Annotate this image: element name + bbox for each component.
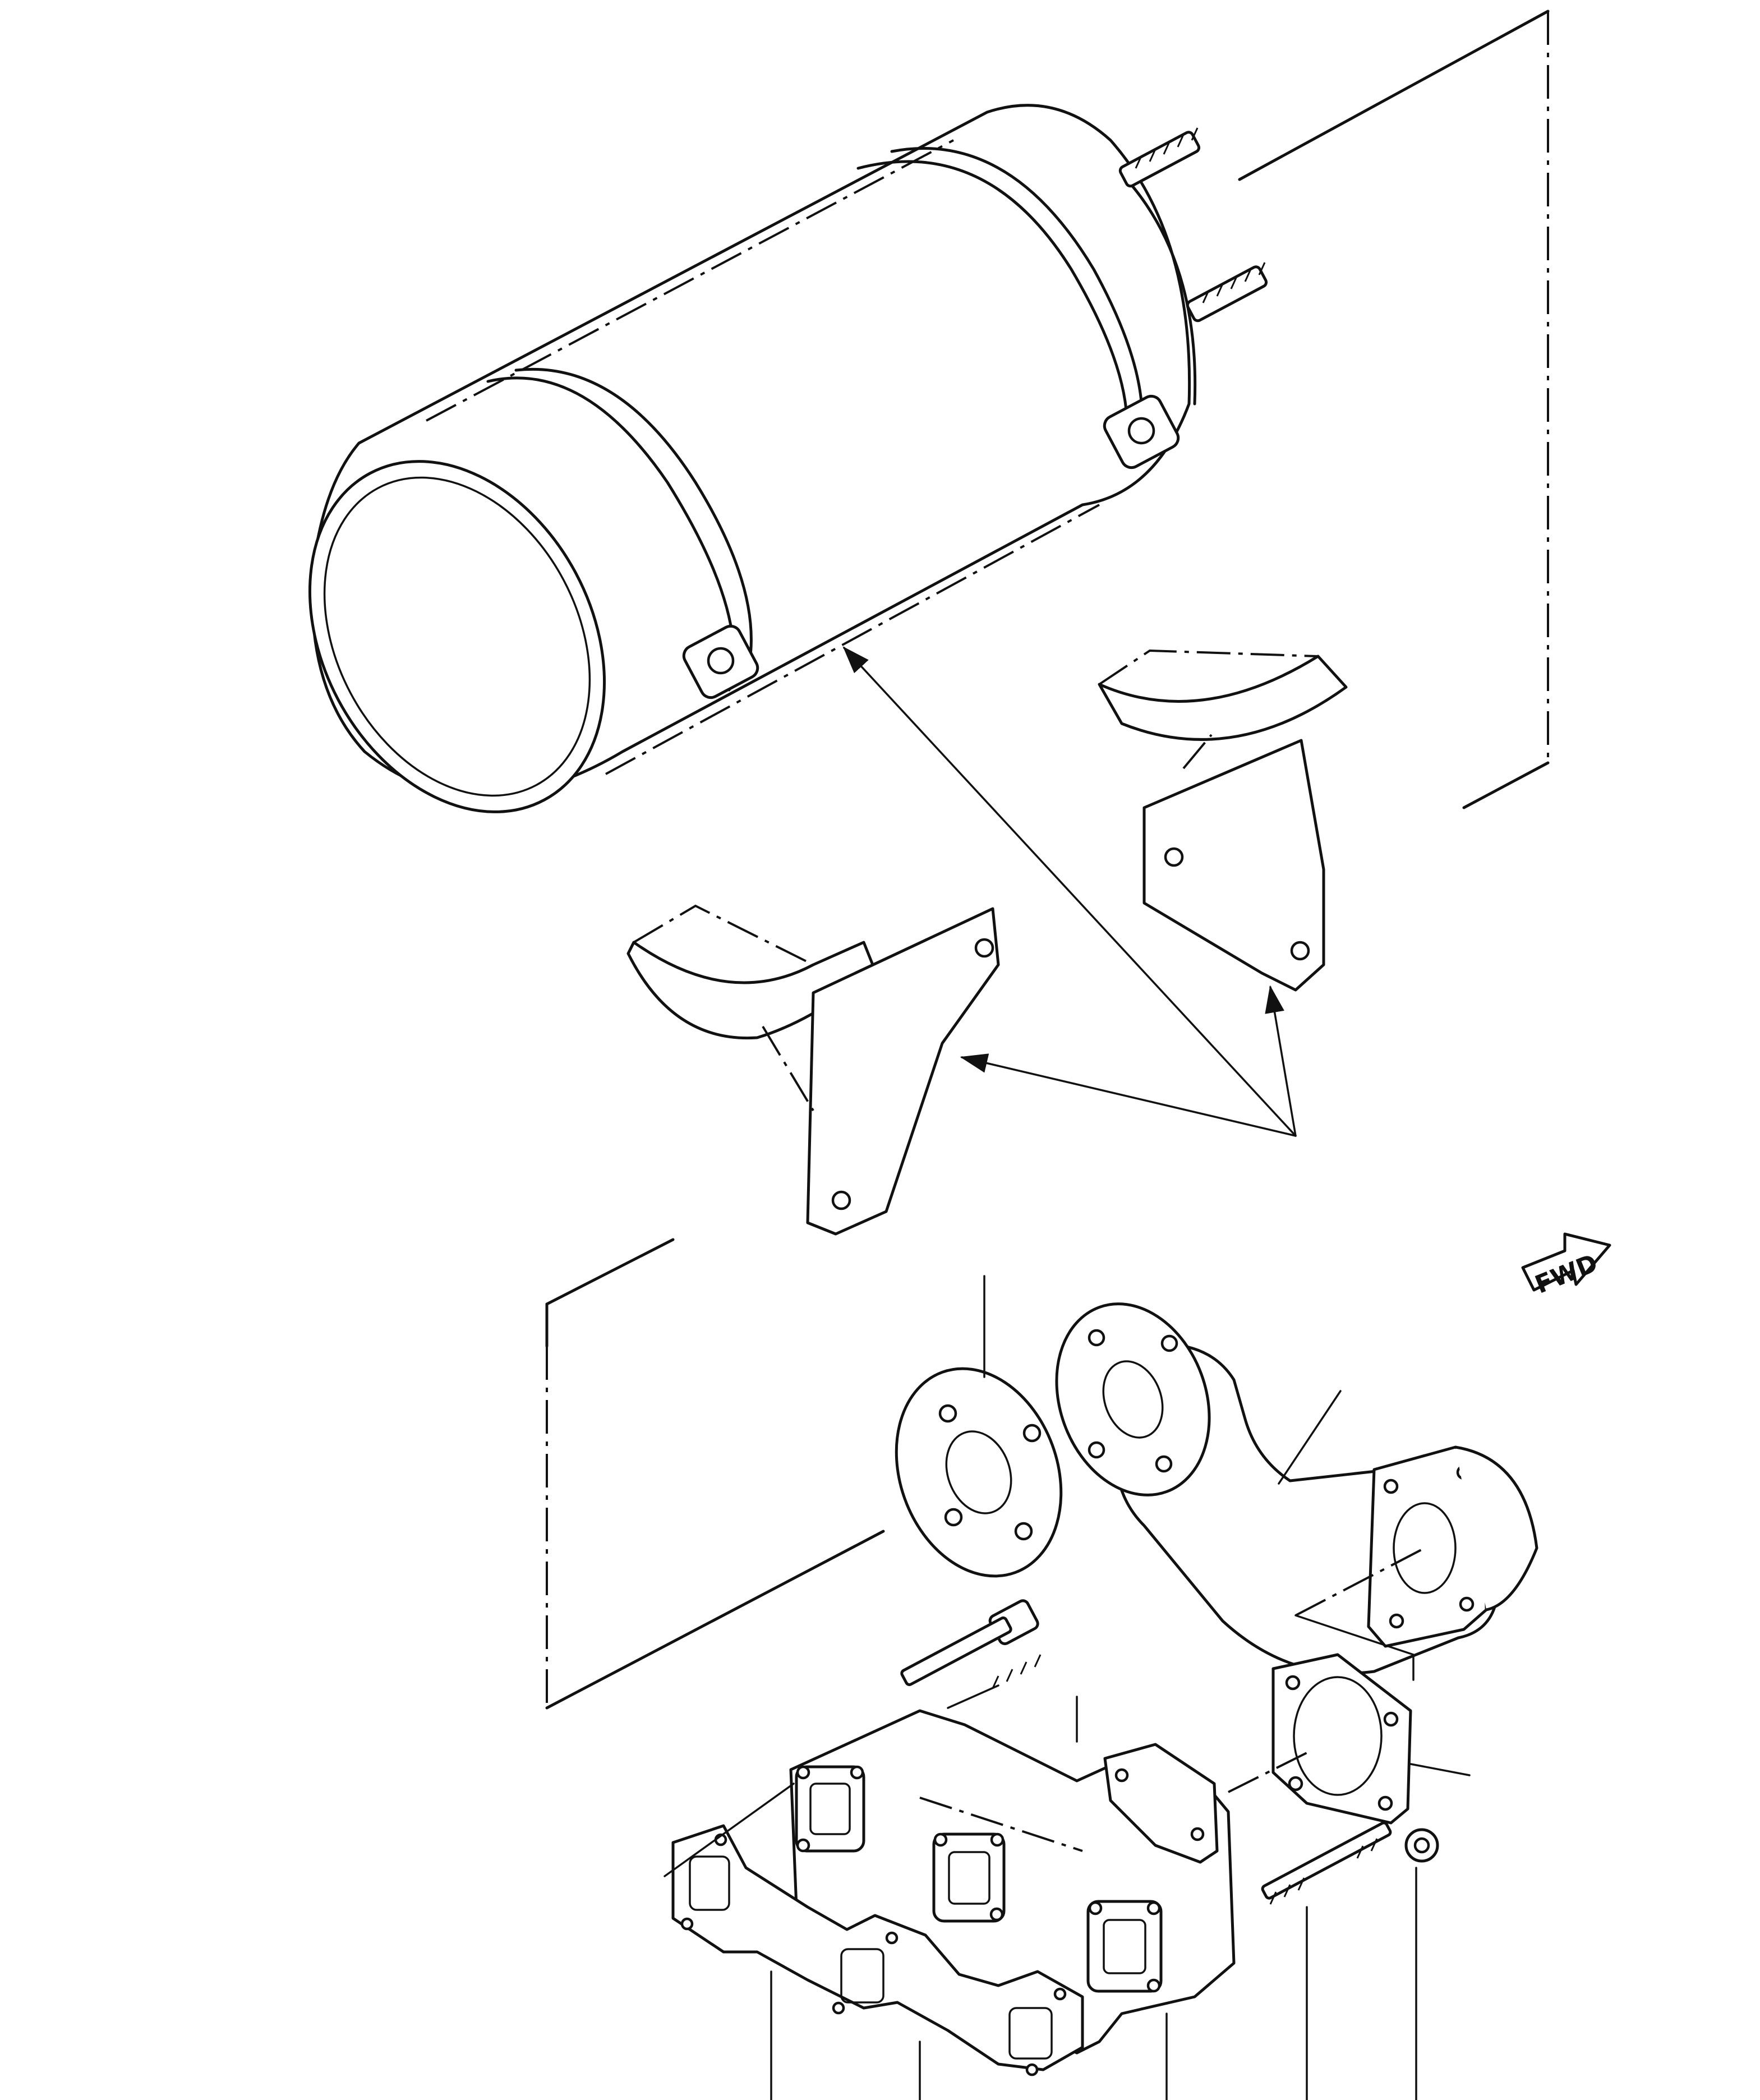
callout-leader-lines: [770, 1867, 1417, 2100]
flange-nut: [1404, 1828, 1439, 1863]
front-muffler-bracket: [626, 904, 1000, 1236]
exhaust-manifold: [789, 1709, 1236, 2055]
manifold-gasket: [664, 1783, 1084, 2076]
flange-gasket: [895, 1275, 1063, 1578]
muffler-mounting-studs: [1118, 127, 1268, 323]
fwd-direction-marker: FWD: [1521, 1232, 1611, 1300]
rear-muffler-bracket: [1098, 649, 1348, 992]
bracket-callout-arrows: [842, 646, 1297, 1137]
exhaust-elbow-pipe: [1055, 1302, 1538, 1681]
exhaust-reference-lines: [545, 1238, 885, 1710]
assembly-reference-lines: [1238, 10, 1550, 809]
outlet-gasket: [1228, 1653, 1471, 1825]
manifold-bolt: [900, 1599, 1078, 1743]
manifold-stud: [1261, 1821, 1392, 1905]
muffler: [308, 104, 1268, 813]
